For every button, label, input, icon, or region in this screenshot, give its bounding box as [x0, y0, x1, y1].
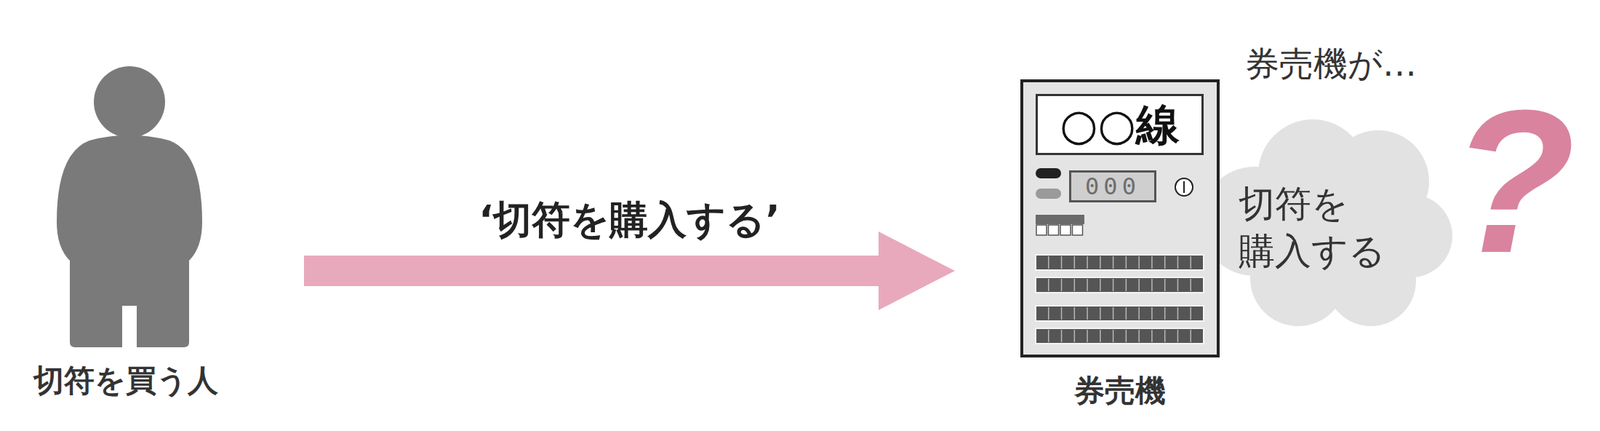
price-display: 000: [1069, 170, 1157, 203]
thought-cloud: 券売機が… 切符を 購入する: [1203, 43, 1455, 328]
node-label: 000: [1085, 174, 1141, 198]
node-label: 券売機: [1020, 372, 1220, 409]
person-figure: 切符を買う人: [20, 65, 232, 400]
line-name-panel: ○○線: [1035, 93, 1204, 155]
ticket-machine: 券売機 ○○線 000: [1020, 79, 1220, 408]
question-mark: ?: [1450, 69, 1576, 294]
cloud-heading: 券売機が…: [1245, 43, 1417, 85]
node-label: 切符を買う人: [20, 362, 232, 399]
node-label: 切符を 購入する: [1238, 180, 1410, 275]
node-label: ○○線: [1059, 102, 1180, 147]
flow-arrow: [304, 231, 955, 310]
person-silhouette: [20, 65, 232, 357]
arrow-label: ‘切符を購入する’: [475, 198, 783, 241]
